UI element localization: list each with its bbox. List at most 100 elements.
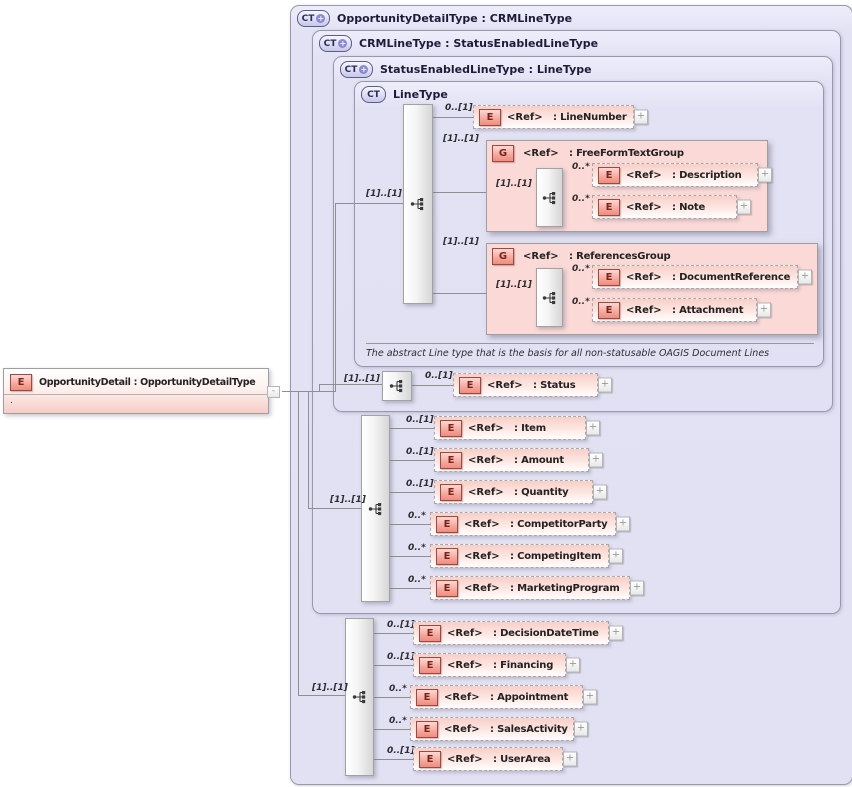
- element-box-line-number[interactable]: E <Ref> : LineNumber +: [473, 105, 648, 129]
- element-box-sales-activity[interactable]: E <Ref> : SalesActivity +: [410, 717, 588, 741]
- cardinality-label: [1]..[1]: [496, 179, 532, 189]
- connector-line: [298, 695, 345, 696]
- type-annotation: The abstract Line type that is the basis…: [366, 343, 814, 359]
- element-name: : SalesActivity: [490, 723, 568, 735]
- element-box-description[interactable]: E <Ref> : Description +: [592, 163, 772, 187]
- element-name: : Appointment: [490, 691, 569, 703]
- derived-plus-icon: +: [359, 65, 369, 74]
- connector-line: [431, 293, 536, 294]
- complextype-header[interactable]: CT LineType: [361, 86, 448, 103]
- element-name: : DecisionDateTime: [493, 627, 599, 639]
- element-name: : Description: [672, 169, 742, 181]
- sequence-compositor-line-type[interactable]: [403, 104, 433, 304]
- sequence-icon: [542, 191, 555, 204]
- sequence-icon: [368, 502, 381, 515]
- element-name: : Amount: [514, 454, 564, 466]
- expand-icon[interactable]: +: [758, 167, 772, 183]
- expand-icon[interactable]: +: [563, 751, 577, 767]
- ref-label: <Ref>: [626, 304, 662, 316]
- expand-icon[interactable]: +: [586, 420, 600, 436]
- element-box-amount[interactable]: E <Ref> : Amount +: [434, 448, 603, 472]
- sequence-compositor-free-form-text-group[interactable]: [536, 168, 563, 227]
- expand-icon[interactable]: +: [616, 516, 630, 532]
- complex-type-icon: CT+: [340, 61, 373, 78]
- sequence-compositor-status-enabled[interactable]: [382, 371, 412, 401]
- cardinality-label: 0..*: [572, 194, 590, 204]
- connector-line: [335, 203, 403, 204]
- sequence-compositor-crm-line[interactable]: [361, 415, 390, 602]
- complextype-title: OpportunityDetailType : CRMLineType: [337, 12, 573, 25]
- ref-label: <Ref>: [447, 627, 483, 639]
- collapse-icon[interactable]: -: [267, 386, 280, 398]
- element-name: : UserArea: [493, 753, 551, 765]
- global-element-opportunity-detail[interactable]: E OpportunityDetail : OpportunityDetailT…: [3, 368, 280, 414]
- complex-type-icon: CT: [361, 86, 386, 103]
- expand-icon[interactable]: +: [593, 484, 607, 500]
- expand-icon[interactable]: +: [609, 548, 623, 564]
- expand-icon[interactable]: +: [798, 269, 812, 285]
- complextype-title: CRMLineType : StatusEnabledLineType: [359, 37, 599, 50]
- ref-label: <Ref>: [523, 251, 559, 262]
- element-box-appointment[interactable]: E <Ref> : Appointment +: [410, 685, 597, 709]
- element-box-competing-item[interactable]: E <Ref> : CompetingItem +: [430, 544, 623, 568]
- cardinality-label: 0..[1]: [406, 479, 434, 489]
- group-icon: G: [492, 248, 514, 265]
- expand-icon[interactable]: +: [609, 625, 623, 641]
- element-name: : MarketingProgram: [510, 582, 620, 594]
- element-icon: E: [436, 547, 458, 565]
- cardinality-label: 0..*: [389, 684, 407, 694]
- ref-label: <Ref>: [626, 201, 662, 213]
- cardinality-label: 0..[1]: [406, 415, 434, 425]
- complextype-title: LineType: [393, 88, 448, 101]
- ref-label: <Ref>: [464, 518, 500, 530]
- connector-line: [388, 460, 434, 461]
- expand-icon[interactable]: +: [574, 721, 588, 737]
- connector-line: [372, 665, 413, 666]
- expand-icon[interactable]: +: [583, 689, 597, 705]
- element-name: : Note: [672, 201, 706, 213]
- element-box-note[interactable]: E <Ref> : Note +: [592, 195, 751, 219]
- element-icon: E: [436, 579, 458, 597]
- cardinality-label: 0..*: [408, 511, 426, 521]
- complextype-header[interactable]: CT+ CRMLineType : StatusEnabledLineType: [319, 35, 598, 52]
- sequence-compositor-references-group[interactable]: [536, 268, 563, 327]
- element-icon: E: [459, 376, 481, 394]
- complextype-header[interactable]: CT+ StatusEnabledLineType : LineType: [340, 61, 592, 78]
- expand-icon[interactable]: +: [630, 580, 644, 596]
- ref-label: <Ref>: [464, 550, 500, 562]
- element-box-user-area[interactable]: E <Ref> : UserArea +: [413, 747, 577, 771]
- cardinality-label: [1]..[1]: [330, 495, 366, 505]
- complextype-title: StatusEnabledLineType : LineType: [380, 63, 592, 76]
- cardinality-label: 0..*: [572, 162, 590, 172]
- element-box-marketing-program[interactable]: E <Ref> : MarketingProgram +: [430, 576, 644, 600]
- expand-icon[interactable]: +: [589, 452, 603, 468]
- complextype-header[interactable]: CT+ OpportunityDetailType : CRMLineType: [297, 10, 572, 27]
- element-box-quantity[interactable]: E <Ref> : Quantity +: [434, 480, 607, 504]
- sequence-compositor-opportunity-detail[interactable]: [345, 618, 374, 776]
- ref-label: <Ref>: [507, 111, 543, 123]
- expand-icon[interactable]: +: [737, 199, 751, 215]
- expand-icon[interactable]: +: [598, 377, 612, 393]
- element-box-item[interactable]: E <Ref> : Item +: [434, 416, 600, 440]
- sequence-icon: [542, 291, 555, 304]
- connector-line: [388, 556, 430, 557]
- ref-label: <Ref>: [468, 422, 504, 434]
- expand-icon[interactable]: +: [566, 657, 580, 673]
- connector-line: [388, 588, 430, 589]
- connector-line: [282, 391, 336, 392]
- element-icon: E: [479, 108, 501, 126]
- expand-icon[interactable]: +: [757, 302, 771, 318]
- element-box-attachment[interactable]: E <Ref> : Attachment +: [592, 298, 771, 322]
- element-box-status[interactable]: E <Ref> : Status +: [453, 373, 612, 397]
- group-name: : ReferencesGroup: [569, 251, 671, 262]
- element-box-financing[interactable]: E <Ref> : Financing +: [413, 653, 580, 677]
- connector-line: [335, 203, 336, 392]
- expand-icon[interactable]: +: [634, 109, 648, 125]
- element-box-document-reference[interactable]: E <Ref> : DocumentReference +: [592, 265, 812, 289]
- element-name: : Quantity: [514, 486, 569, 498]
- element-icon: E: [440, 451, 462, 469]
- element-box-decision-date-time[interactable]: E <Ref> : DecisionDateTime +: [413, 621, 623, 645]
- cardinality-label: [1]..[1]: [312, 683, 348, 693]
- element-box-competitor-party[interactable]: E <Ref> : CompetitorParty +: [430, 512, 630, 536]
- cardinality-label: 0..*: [408, 543, 426, 553]
